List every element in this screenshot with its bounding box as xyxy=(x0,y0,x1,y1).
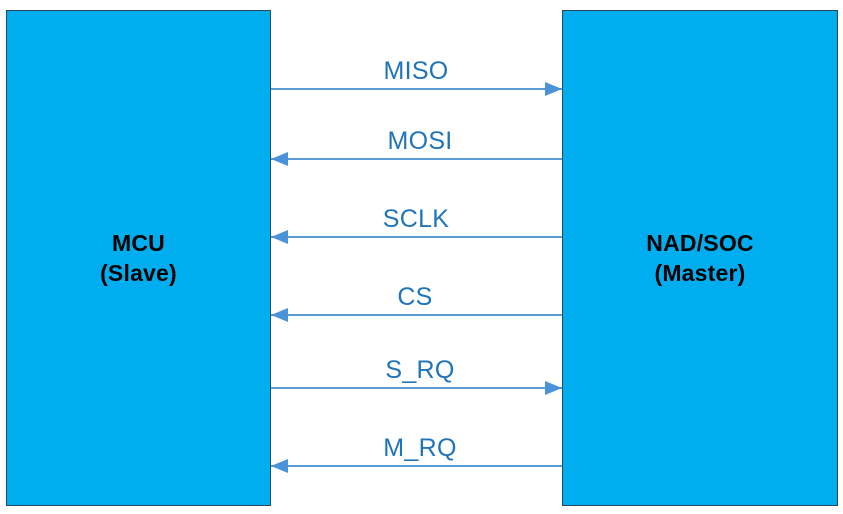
node-nad-soc-role: (Master) xyxy=(654,260,746,286)
signal-line xyxy=(271,88,562,90)
node-nad-soc[interactable]: NAD/SOC (Master) xyxy=(562,10,838,506)
signal-label: M_RQ xyxy=(383,434,457,462)
arrowhead-left-icon xyxy=(271,230,288,244)
node-mcu-title: MCU xyxy=(112,230,165,256)
signal-line xyxy=(271,314,562,316)
node-mcu-role: (Slave) xyxy=(100,260,177,286)
signal-label: SCLK xyxy=(382,205,450,233)
node-nad-soc-title: NAD/SOC xyxy=(646,230,754,256)
arrowhead-left-icon xyxy=(271,308,288,322)
node-mcu[interactable]: MCU (Slave) xyxy=(6,10,271,506)
signal-label: S_RQ xyxy=(385,356,455,384)
signal-line xyxy=(271,158,562,160)
arrowhead-right-icon xyxy=(545,381,562,395)
signal-line xyxy=(271,387,562,389)
signal-line xyxy=(271,236,562,238)
signal-label: MISO xyxy=(383,57,449,85)
arrowhead-left-icon xyxy=(271,459,288,473)
signal-label: CS xyxy=(397,283,433,311)
arrowhead-left-icon xyxy=(271,152,288,166)
signal-line xyxy=(271,465,562,467)
arrowhead-right-icon xyxy=(545,82,562,96)
signal-label: MOSI xyxy=(387,127,453,155)
